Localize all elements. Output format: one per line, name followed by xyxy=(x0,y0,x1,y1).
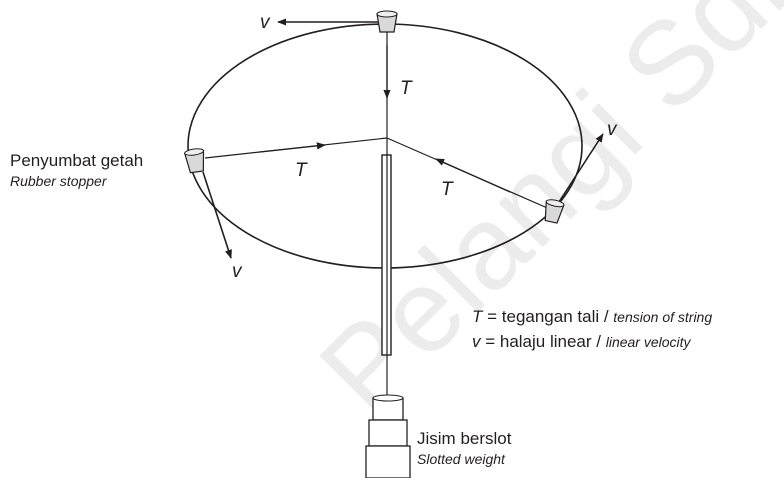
velocity-arrow-left xyxy=(202,171,232,259)
legend-velocity-symbol: v xyxy=(472,332,482,351)
legend-tension-en: tension of string xyxy=(613,309,712,325)
legend-tension-symbol: T xyxy=(472,307,484,326)
tension-label-left: T xyxy=(295,160,308,181)
rubber-stopper-right xyxy=(544,199,565,224)
stopper-label-ms: Penyumbat getah xyxy=(10,151,143,170)
rubber-stopper-left xyxy=(183,148,205,174)
legend-tension-text: = tegangan tali / xyxy=(482,307,613,326)
legend-velocity: v = halaju linear / linear velocity xyxy=(472,332,692,351)
tension-arrow-left xyxy=(259,142,326,153)
velocity-label-top: v xyxy=(260,12,271,33)
velocity-label-left: v xyxy=(232,261,243,282)
velocity-label-right: v xyxy=(607,119,618,140)
stopper-label-en: Rubber stopper xyxy=(10,173,108,189)
tension-label-right: T xyxy=(441,179,454,200)
rubber-stopper-top xyxy=(376,10,398,33)
legend-tension: T = tegangan tali / tension of string xyxy=(472,307,712,326)
tension-arrow-right xyxy=(435,158,511,193)
legend-velocity-text: = halaju linear / xyxy=(481,332,606,351)
tension-label-top: T xyxy=(400,78,413,99)
watermark-text: Pelangi Sdn. xyxy=(295,0,784,438)
legend-velocity-en: linear velocity xyxy=(606,334,692,350)
slotted-weight xyxy=(365,394,411,479)
weight-label-en: Slotted weight xyxy=(417,451,506,467)
velocity-arrow-right xyxy=(556,133,604,206)
weight-label-ms: Jisim berslot xyxy=(417,429,512,448)
